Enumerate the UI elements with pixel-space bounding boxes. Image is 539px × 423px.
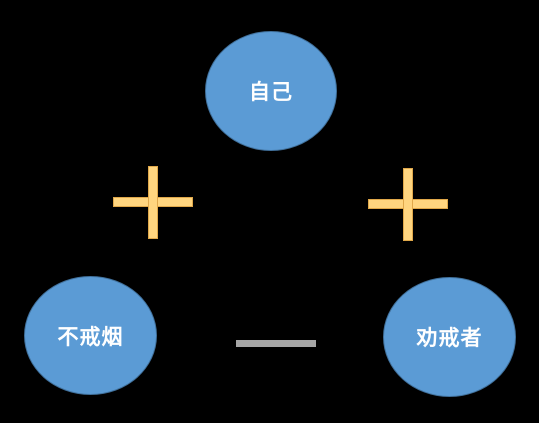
plus-vertical-bar: [148, 166, 158, 239]
node-advisor-label: 劝戒者: [416, 326, 483, 350]
node-self-label: 自己: [249, 80, 293, 104]
node-no-smoking-label: 不戒烟: [57, 324, 124, 349]
minus-sign-no-smoking-advisor: [236, 340, 316, 347]
plus-sign-self-no-smoking: [113, 166, 193, 239]
plus-vertical-bar: [403, 168, 413, 241]
plus-sign-self-advisor: [368, 168, 448, 241]
node-no-smoking: 不戒烟: [24, 276, 157, 395]
node-self: 自己: [205, 31, 337, 151]
node-advisor: 劝戒者: [383, 277, 516, 397]
